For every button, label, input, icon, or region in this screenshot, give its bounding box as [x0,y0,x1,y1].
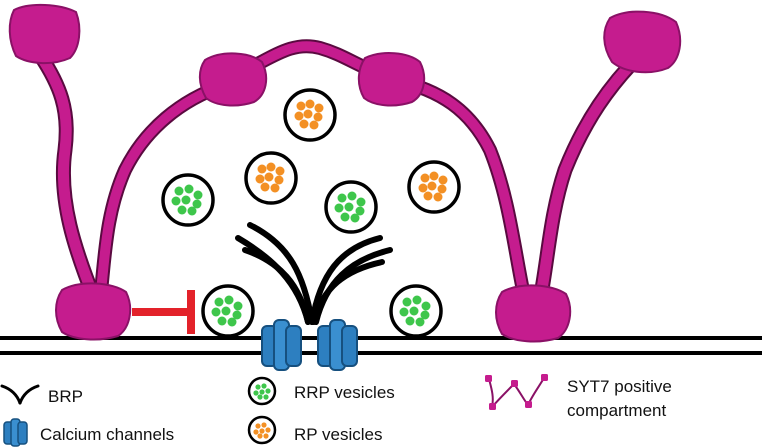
syt7-node-bottom-right [495,284,572,343]
legend-label-brp: BRP [48,387,83,406]
legend-item-syt7: SYT7 positive compartment [485,374,672,420]
legend-label-rrp: RRP vesicles [294,383,395,402]
rrp-vesicle-icon [247,376,277,406]
rrp-vesicle [161,173,215,227]
syt7-strand-right [532,47,648,308]
rp-vesicle [244,151,298,205]
syt7-node-top-left [8,3,81,64]
legend-item-rp: RP vesicles [247,415,383,445]
syt7-node-top-right [603,10,682,74]
rp-vesicle [283,88,337,142]
rrp-vesicle [389,284,443,338]
legend-label-rp: RP vesicles [294,425,383,444]
rp-vesicle-icon [247,415,277,445]
legend-label-syt7-line1: SYT7 positive [567,377,672,396]
syt7-compartment-network [8,3,682,343]
legend-label-calcium: Calcium channels [40,425,174,444]
calcium-channel [317,319,358,371]
rrp-vesicle [201,284,255,338]
rrp-vesicles [161,173,443,338]
rrp-vesicle [324,180,378,234]
syt7-node-bottom-left [55,282,132,341]
legend: BRP Calcium channels RRP vesicles [0,374,672,447]
calcium-channels [261,319,358,371]
calcium-channel [261,319,302,371]
calcium-channel-icon [3,418,28,447]
brp-structure [235,222,393,325]
plasma-membrane [0,336,762,355]
inhibition-arrow [132,290,195,334]
brp-icon [0,384,40,405]
syt7-node-arch-right [357,52,426,107]
legend-item-rrp: RRP vesicles [247,376,395,406]
legend-label-syt7-line2: compartment [567,401,666,420]
legend-item-brp: BRP [0,384,83,406]
syt7-node-arch-left [198,52,268,107]
rp-vesicle [407,160,461,214]
legend-item-calcium: Calcium channels [3,418,174,447]
rp-vesicles [244,88,461,214]
syt7-compartment-icon [485,374,548,410]
